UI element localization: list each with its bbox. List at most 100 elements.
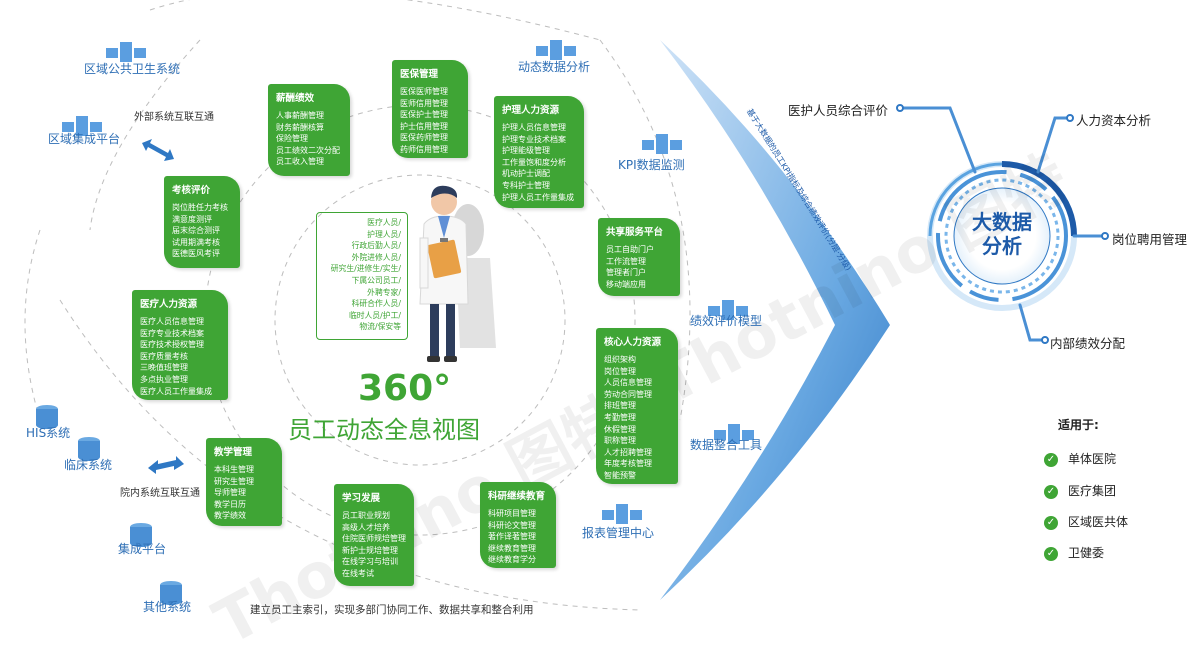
box-item: 护士信用管理 (400, 121, 460, 133)
doctor-illustration (410, 178, 500, 368)
box-item: 排班管理 (604, 400, 670, 412)
box-title: 学习发展 (342, 490, 406, 504)
box-item: 管理者门户 (606, 267, 672, 279)
box-item: 岗位胜任力考核 (172, 202, 232, 214)
regional-integration-label: 区域集成平台 (48, 130, 120, 147)
applicable-label: 卫健委 (1068, 546, 1104, 560)
applicable-label: 区域医共体 (1068, 515, 1128, 529)
box-item: 年度考核管理 (604, 458, 670, 470)
staff-type: 下属公司员工/ (323, 275, 401, 287)
data-cube-icon (600, 500, 644, 526)
applicable-item: ✓ 区域医共体 (1044, 513, 1128, 530)
box-item: 医疗人员信息管理 (140, 316, 220, 328)
box-item: 医德医风考评 (172, 248, 232, 260)
box-item: 劳动合同管理 (604, 389, 670, 401)
box-title: 科研继续教育 (488, 488, 548, 502)
box-item: 员工自助门户 (606, 244, 672, 256)
report-center-label: 报表管理中心 (582, 524, 654, 541)
kpi-monitor-label: KPI数据监测 (618, 156, 685, 173)
box-item: 医疗技术授权管理 (140, 339, 220, 351)
box-item: 考勤管理 (604, 412, 670, 424)
shared-service-box: 共享服务平台 员工自助门户 工作流管理 管理者门户 移动端应用 (598, 218, 680, 296)
box-item: 试用期满考核 (172, 237, 232, 249)
diagram-canvas: Thotnino 图特 Thotnino 图特 区域公共卫生系统 区域集成平台 … (0, 0, 1200, 634)
box-item: 保险管理 (276, 133, 342, 145)
applicable-title: 适用于: (1058, 416, 1099, 433)
box-item: 满意度测评 (172, 214, 232, 226)
staff-type: 行政后勤人员/ (323, 240, 401, 252)
box-item: 继续教育学分 (488, 554, 548, 566)
box-item: 医保医师管理 (400, 86, 460, 98)
staff-type: 护理人员/ (323, 229, 401, 241)
box-item: 教学绩效 (214, 510, 274, 522)
box-title: 护理人力资源 (502, 102, 576, 116)
staff-type: 研究生/进修生/实生/ (323, 263, 401, 275)
box-item: 继续教育管理 (488, 543, 548, 555)
box-item: 在线考试 (342, 568, 406, 580)
box-item: 导师管理 (214, 487, 274, 499)
box-item: 员工收入管理 (276, 156, 342, 168)
staff-type: 物流/保安等 (323, 321, 401, 333)
applicable-item: ✓单体医院 (1044, 450, 1116, 467)
box-item: 工作量饱和度分析 (502, 157, 576, 169)
box-item: 医疗人员工作量集成 (140, 386, 220, 398)
integration-platform-label: 集成平台 (118, 540, 166, 557)
internal-link-label: 院内系统互联互通 (120, 484, 200, 499)
box-item: 科研论文管理 (488, 520, 548, 532)
box-item: 员工职业规划 (342, 510, 406, 522)
box-title: 医保管理 (400, 66, 460, 80)
box-item: 护理专业技术档案 (502, 134, 576, 146)
box-item: 机动护士调配 (502, 168, 576, 180)
box-item: 人才招聘管理 (604, 447, 670, 459)
integration-tool-label: 数据整合工具 (690, 436, 762, 453)
box-item: 在线学习与培训 (342, 556, 406, 568)
staff-type: 医疗人员/ (323, 217, 401, 229)
box-item: 工作流管理 (606, 256, 672, 268)
box-item: 护理能级管理 (502, 145, 576, 157)
box-item: 岗位管理 (604, 366, 670, 378)
box-item: 著作译著管理 (488, 531, 548, 543)
box-item: 住院医师规培管理 (342, 533, 406, 545)
result-post-hiring: 岗位聘用管理 (1112, 229, 1187, 248)
result-capital-analysis: 人力资本分析 (1076, 110, 1151, 129)
box-item: 员工绩效二次分配 (276, 145, 342, 157)
box-item: 智能预警 (604, 470, 670, 482)
box-item: 财务薪酬核算 (276, 122, 342, 134)
perf-model-label: 绩效评价模型 (690, 312, 762, 329)
bottom-note: 建立员工主索引，实现多部门协同工作、数据共享和整合利用 (250, 602, 534, 617)
other-systems-label: 其他系统 (143, 598, 191, 615)
result-internal-perf: 内部绩效分配 (1050, 333, 1125, 352)
check-icon: ✓ (1044, 547, 1058, 561)
box-title: 核心人力资源 (604, 334, 670, 348)
applicable-label: 医疗集团 (1068, 484, 1116, 498)
medical-hr-box: 医疗人力资源 医疗人员信息管理 医疗专业技术档案 医疗技术授权管理 医疗质量考核… (132, 290, 228, 400)
staff-type: 外聘专家/ (323, 287, 401, 299)
bigdata-title: 大数据 分析 (962, 210, 1042, 258)
box-title: 教学管理 (214, 444, 274, 458)
box-item: 多点执业管理 (140, 374, 220, 386)
nursing-box: 护理人力资源 护理人员信息管理 护理专业技术档案 护理能级管理 工作量饱和度分析… (494, 96, 584, 208)
box-item: 医疗质量考核 (140, 351, 220, 363)
check-icon: ✓ (1044, 516, 1058, 530)
staff-types-list: 医疗人员/ 护理人员/ 行政后勤人员/ 外院进修人员/ 研究生/进修生/实生/ … (316, 212, 408, 340)
box-item: 医保护士管理 (400, 109, 460, 121)
box-item: 专科护士管理 (502, 180, 576, 192)
learning-box: 学习发展 员工职业规划 高级人才培养 住院医师规培管理 新护士规培管理 在线学习… (334, 484, 414, 586)
bigdata-line: 大数据 (962, 210, 1042, 234)
box-item: 移动端应用 (606, 279, 672, 291)
box-title: 薪酬绩效 (276, 90, 342, 104)
center-subtitle: 员工动态全息视图 (288, 410, 480, 445)
staff-type: 临时人员/护工/ (323, 310, 401, 322)
core-hr-box: 核心人力资源 组织架构 岗位管理 人员信息管理 劳动合同管理 排班管理 考勤管理… (596, 328, 678, 484)
regional-health-label: 区域公共卫生系统 (84, 60, 180, 77)
box-item: 护理人员工作量集成 (502, 192, 576, 204)
box-title: 考核评价 (172, 182, 232, 196)
box-item: 医保药师管理 (400, 132, 460, 144)
box-item: 新护士规培管理 (342, 545, 406, 557)
box-item: 人员信息管理 (604, 377, 670, 389)
box-title: 共享服务平台 (606, 224, 672, 238)
applicable-label: 单体医院 (1068, 452, 1116, 466)
applicable-item: ✓ 卫健委 (1044, 544, 1104, 561)
external-link-label: 外部系统互联互通 (134, 108, 214, 123)
box-item: 休假管理 (604, 424, 670, 436)
